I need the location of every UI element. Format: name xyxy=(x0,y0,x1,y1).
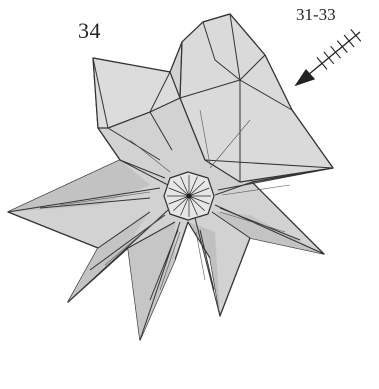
arrow-hatch-mark xyxy=(324,52,334,64)
arrow-hatch-mark xyxy=(344,35,354,47)
center-crease-burst xyxy=(164,172,214,220)
step-number: 34 xyxy=(78,18,101,44)
shade-bottom-right xyxy=(188,222,220,316)
arrow-hatch-mark xyxy=(331,46,341,58)
reference-steps-label: 31-33 xyxy=(296,5,336,25)
arrow-hatch-mark xyxy=(337,41,347,53)
center-point xyxy=(187,194,192,199)
arrow-hatch-mark xyxy=(351,29,361,41)
repeat-steps-arrow-icon xyxy=(296,29,361,85)
arrow-hatch-mark xyxy=(317,57,327,69)
